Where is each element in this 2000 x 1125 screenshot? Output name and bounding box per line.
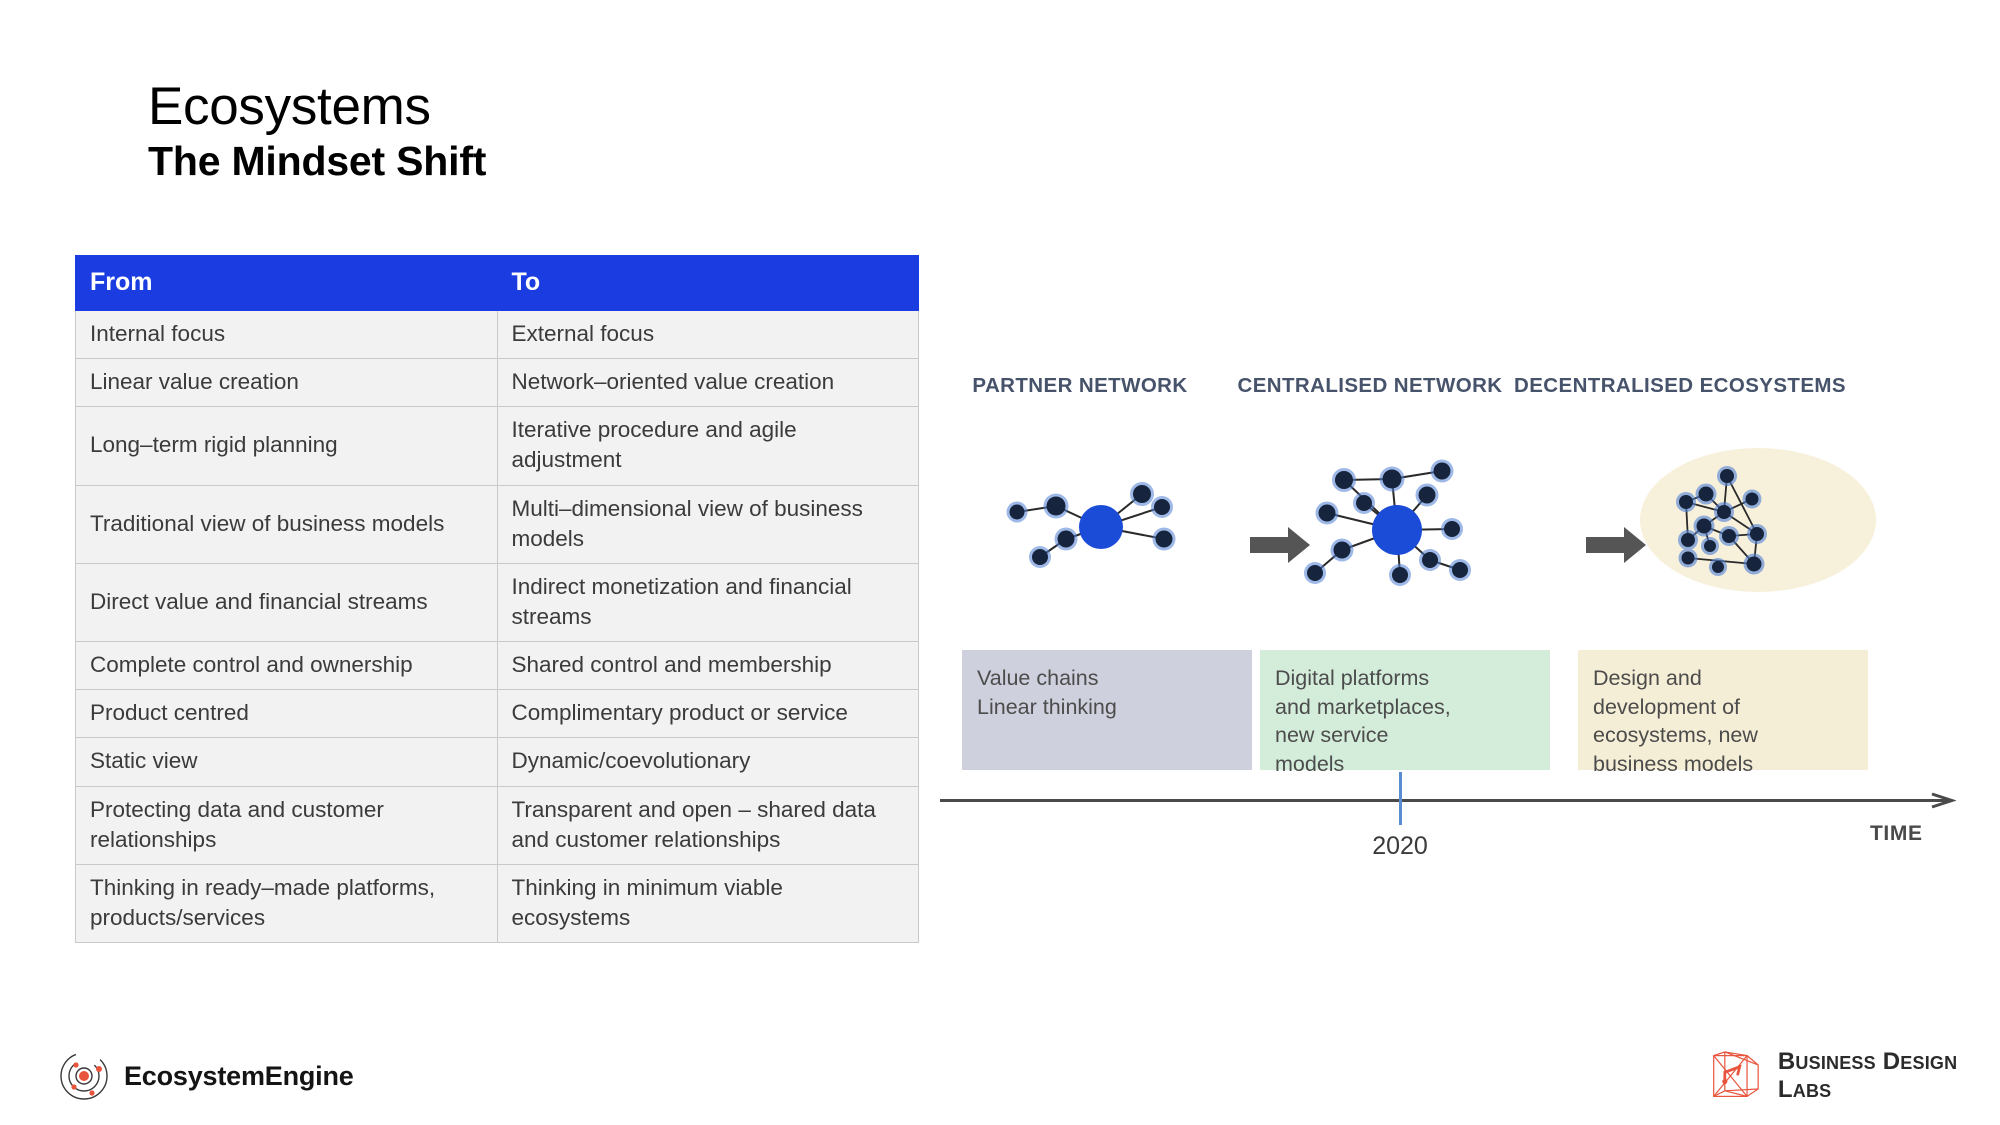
table-cell-to: Iterative procedure and agile adjustment [496,406,919,486]
phase-box-value-chains: Value chains Linear thinking [962,650,1252,770]
stage-label-partner-network: PARTNER NETWORK [972,374,1188,397]
table-cell-to: Transparent and open – shared data and c… [496,785,919,865]
timeline-arrowhead-icon [1931,792,1956,809]
table-cell-from: Protecting data and customer relationshi… [75,785,498,865]
table-cell-to: Dynamic/coevolutionary [496,737,919,787]
table-cell-from: Static view [75,737,498,787]
table-cell-from: Product centred [75,689,498,739]
table-cell-from: Complete control and ownership [75,641,498,691]
business-design-labs-logo-text: BUSINESS DESIGN LABS [1777,1048,1958,1103]
table-row: Protecting data and customer relationshi… [75,785,919,865]
table-cell-to: External focus [496,309,919,360]
timeline-axis [940,799,1948,802]
business-design-labs-cube-icon [1713,1051,1759,1097]
stage-label-decentralised-ecosystems: DECENTRALISED ECOSYSTEMS [1514,374,1846,397]
phase-box-ecosystem-design: Design and development of ecosystems, ne… [1578,650,1868,776]
table-header-row: From To [75,255,919,311]
page-subtitle: The Mindset Shift [148,138,487,185]
phase-box-text: Digital platforms and marketplaces, new … [1275,666,1451,776]
right-arrow-icon [1250,527,1310,563]
table-cell-from: Thinking in ready–made platforms, produc… [75,863,498,944]
page-title: Ecosystems [148,77,431,136]
timeline-axis-label: TIME [1870,822,1923,845]
table-header-to: To [496,255,919,311]
phase-box-digital-platforms: Digital platforms and marketplaces, new … [1260,650,1550,776]
table-cell-from: Internal focus [75,309,498,360]
table-cell-to: Thinking in minimum viable ecosystems [496,863,919,944]
table-cell-from: Long–term rigid planning [75,406,498,486]
phase-box-text: Design and development of ecosystems, ne… [1593,666,1758,776]
table-header-from: From [75,255,498,311]
table-cell-to: Indirect monetization and financial stre… [496,562,919,643]
table-cell-to: Multi–dimensional view of business model… [496,484,919,564]
table-row: Thinking in ready–made platforms, produc… [75,863,919,944]
ecosystem-engine-logo-text: EcosystemEngine [124,1060,354,1091]
table-cell-from: Linear value creation [75,358,498,408]
evolution-diagram: PARTNER NETWORK CENTRALISED NETWORK DECE… [940,250,1956,930]
partner-network-icon [1006,482,1176,568]
ecosystem-engine-orbit-icon [60,1052,108,1100]
table-cell-from: Traditional view of business models [75,484,498,564]
table-cell-to: Shared control and membership [496,641,919,691]
centralised-network-icon [1304,459,1471,586]
timeline-tick-2020 [1399,772,1402,825]
stage-label-centralised-network: CENTRALISED NETWORK [1237,374,1503,397]
ecosystem-engine-logo: EcosystemEngine [58,1050,354,1102]
table-cell-from: Direct value and financial streams [75,562,498,643]
title-block: Ecosystems The Mindset Shift [148,78,948,186]
phase-box-text: Value chains Linear thinking [977,666,1117,719]
right-arrow-icon [1586,527,1646,563]
business-design-labs-logo: BUSINESS DESIGN LABS [1710,1048,2000,1104]
decentralised-ecosystem-icon [1640,448,1876,592]
timeline-tick-label: 2020 [1372,832,1428,860]
table-cell-to: Complimentary product or service [496,689,919,739]
table-cell-to: Network–oriented value creation [496,358,919,408]
